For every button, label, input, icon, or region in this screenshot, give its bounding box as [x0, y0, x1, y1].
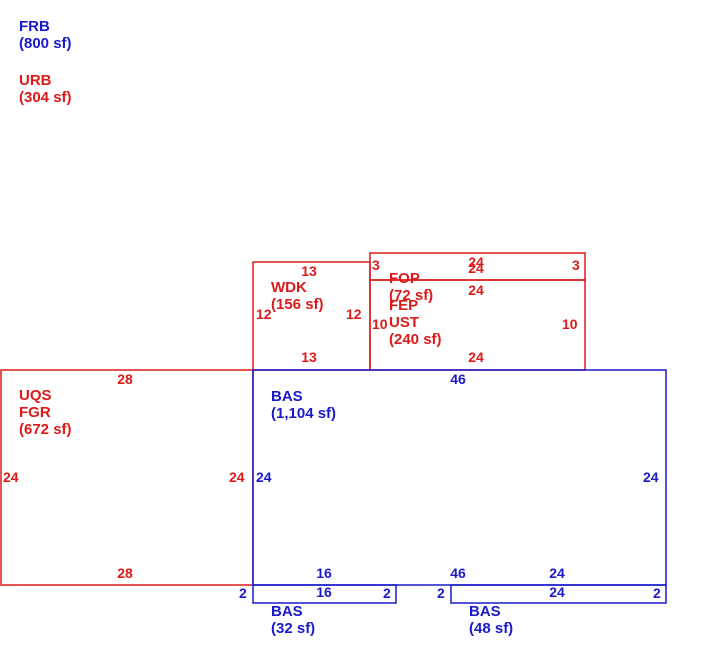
dim-fep-right: 10	[562, 316, 578, 332]
dim-bas-right: 24	[643, 469, 659, 485]
dim-wdk-left: 12	[256, 306, 272, 322]
dim-bs1-top: 16	[316, 584, 332, 600]
dim-fop-left: 3	[372, 257, 380, 273]
bas-small-left-outline	[252, 584, 397, 604]
bas-main-outline	[252, 369, 667, 586]
legend-frb-code: FRB	[19, 18, 50, 35]
dim-bas-left: 24	[256, 469, 272, 485]
bas-main-label: BAS	[271, 388, 303, 405]
ust-label: UST	[389, 314, 419, 331]
bas-main-area: (1,104 sf)	[271, 405, 336, 422]
dim-fep-top: 24	[468, 282, 484, 298]
dim-wdk-right: 12	[346, 306, 362, 322]
dim-uqs-left: 24	[3, 469, 19, 485]
dim-fop-bottom: 24	[468, 260, 484, 276]
bas-small-right-label: BAS	[469, 603, 501, 620]
legend-urb-code: URB	[19, 72, 52, 89]
fgr-label: FGR	[19, 404, 51, 421]
dim-bas-bottom: 46	[450, 565, 466, 581]
dim-bas-bottom-right: 24	[549, 565, 565, 581]
dim-bs1-right: 2	[383, 585, 391, 601]
dim-bs2-top: 24	[549, 584, 565, 600]
dim-bs2-right: 2	[653, 585, 661, 601]
dim-uqs-right: 24	[229, 469, 245, 485]
wdk-label: WDK	[271, 279, 307, 296]
dim-uqs-bottom: 28	[117, 565, 133, 581]
bas-small-right-outline	[450, 584, 667, 604]
dim-bs2-left: 2	[437, 585, 445, 601]
bas-small-left-area: (32 sf)	[271, 620, 315, 637]
dim-fep-left: 10	[372, 316, 388, 332]
dim-wdk-bottom: 13	[301, 349, 317, 365]
dim-bas-top: 46	[450, 371, 466, 387]
dim-fop-right: 3	[572, 257, 580, 273]
uqs-label: UQS	[19, 387, 52, 404]
dim-uqs-top: 28	[117, 371, 133, 387]
fop-label: FOP	[389, 270, 420, 287]
fep-label: FEP	[389, 297, 418, 314]
dim-bs1-left: 2	[239, 585, 247, 601]
fep-area: (240 sf)	[389, 331, 442, 348]
bas-small-right-area: (48 sf)	[469, 620, 513, 637]
dim-fop-top: 24	[468, 254, 484, 270]
dim-fep-bottom: 24	[468, 349, 484, 365]
dim-bas-bottom-left: 16	[316, 565, 332, 581]
uqs-area: (672 sf)	[19, 421, 72, 438]
wdk-area: (156 sf)	[271, 296, 324, 313]
bas-small-left-label: BAS	[271, 603, 303, 620]
fop-area: (72 sf)	[389, 287, 433, 304]
dim-wdk-top: 13	[301, 263, 317, 279]
legend-frb-area: (800 sf)	[19, 35, 72, 52]
legend-urb-area: (304 sf)	[19, 89, 72, 106]
